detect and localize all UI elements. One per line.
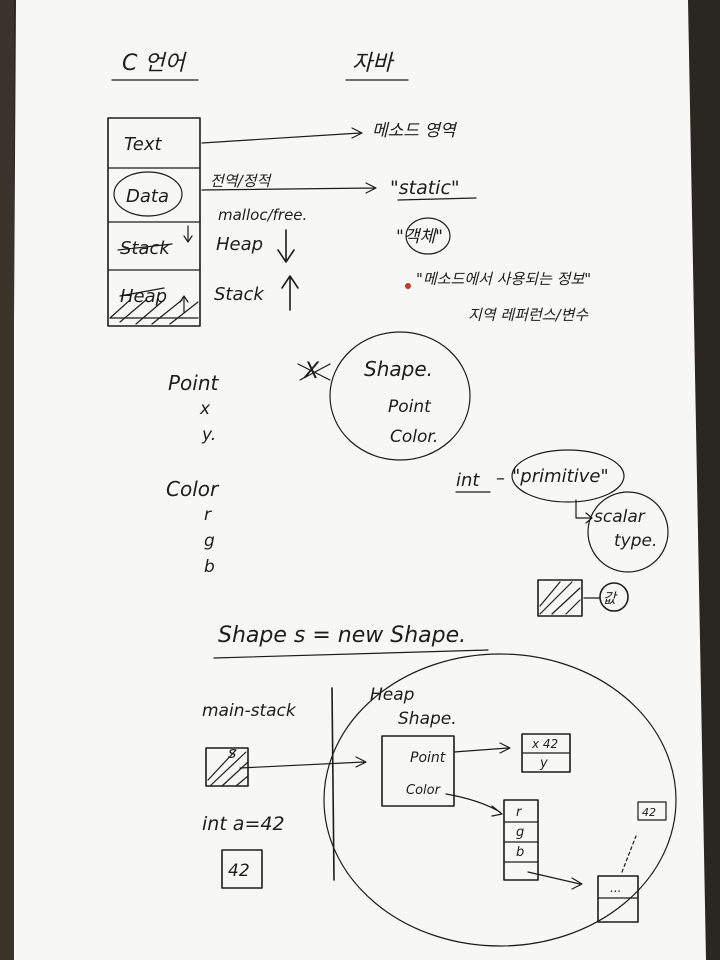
arrow-point-to-xy [453, 742, 511, 754]
var-s-name: s [228, 743, 236, 762]
prim-int: int [456, 470, 480, 491]
label-heap: Heap [216, 234, 263, 255]
prim-type: type. [614, 531, 657, 551]
stack-up-arrow-icon [281, 275, 299, 311]
segment-data: Data [126, 186, 169, 207]
prim-dash: – [496, 468, 505, 489]
prim-scalar-circle [587, 491, 669, 573]
stack-down-arrow-icon [183, 225, 193, 243]
shape-class-circle [329, 331, 471, 461]
java-local-ref: 지역 레퍼런스/변수 [468, 306, 589, 324]
stack-strike [117, 243, 173, 251]
java-object: "객체" [396, 227, 443, 247]
crossed-mark: X [303, 359, 320, 384]
arrow-rgb-to-array [527, 871, 583, 890]
java-method-area: 메소드 영역 [372, 121, 458, 141]
class-color-field-r: r [204, 505, 212, 525]
class-point-field-y: y. [201, 425, 216, 445]
class-color-name: Color [166, 477, 220, 501]
cross-strike-icon [297, 363, 331, 381]
point-y: y [539, 756, 548, 771]
int-a-line: int a=42 [202, 813, 285, 835]
data-circle [113, 171, 183, 217]
shape-color-field: Color [406, 783, 442, 798]
label-malloc-free: malloc/free. [218, 206, 307, 224]
class-color-field-g: g [204, 531, 215, 551]
prim-hatch [539, 581, 581, 615]
var-s-hatch [207, 749, 249, 787]
segment-stack: Stack [120, 238, 171, 259]
shape-object-box [381, 735, 455, 807]
main-stack-label: main-stack [202, 701, 297, 721]
segment-heap: Heap [120, 286, 167, 307]
code-underline [213, 649, 489, 659]
color-g: g [516, 825, 524, 840]
class-shape-field-point: Point [388, 397, 432, 417]
java-object-circle [405, 217, 451, 255]
memory-layout-diagram: Text Data Stack Heap [107, 117, 201, 327]
var-s-box [205, 747, 249, 787]
table-edge-left [0, 0, 14, 960]
color-object-box [503, 799, 539, 881]
prim-value-circle [599, 582, 629, 612]
color-b: b [516, 845, 524, 860]
array-object-box [597, 875, 639, 923]
bullet-dot-icon [405, 283, 411, 289]
prim-scalar: scalar [594, 507, 646, 527]
heap-region-circle [323, 653, 677, 947]
label-stack: Stack [214, 284, 265, 305]
segment-text: Text [124, 134, 162, 155]
prim-value: 값 [603, 591, 618, 607]
class-shape-name: Shape. [364, 357, 433, 381]
arrow-color-to-rgb [445, 793, 503, 817]
heading-java: 자바 [352, 51, 395, 76]
point-x-value: x 42 [531, 737, 558, 751]
prim-primitive: "primitive" [512, 466, 609, 487]
prim-primitive-circle [511, 449, 625, 503]
array-dots: ... [610, 881, 621, 895]
prim-bracket-arrow-icon [575, 499, 593, 524]
color-r: r [516, 805, 523, 820]
heading-c-language: C 언어 [122, 51, 188, 76]
java-static: "static" [390, 177, 460, 199]
heap-strike [119, 287, 165, 297]
arrow-text-to-method-area [201, 127, 363, 144]
class-color-field-b: b [204, 557, 215, 577]
heap-up-arrow-icon [179, 295, 189, 313]
value-42-box [221, 849, 263, 889]
java-static-underline [397, 197, 477, 201]
heap-down-arrow-icon [277, 229, 295, 263]
stack-heap-divider [331, 687, 335, 881]
java-method-info: "메소드에서 사용되는 정보" [416, 270, 591, 288]
arrow-array-to-42 [621, 835, 637, 873]
class-shape-field-color: Color. [390, 427, 438, 447]
class-point-name: Point [168, 371, 220, 395]
heap-label: Heap [370, 685, 415, 705]
code-statement: Shape s = new Shape. [218, 623, 466, 648]
label-global-static: 전역/정적 [210, 172, 272, 190]
box-42-value: 42 [642, 806, 656, 819]
value-42: 42 [228, 861, 250, 881]
heap-shape-label: Shape. [398, 709, 457, 729]
prim-hatched-box [537, 579, 583, 617]
arrow-data-to-static [201, 182, 377, 194]
box-42 [637, 801, 667, 821]
arrow-s-to-shape [239, 756, 367, 769]
class-point-field-x: x [199, 399, 211, 419]
paper-sheet [10, 0, 706, 960]
shape-point-field: Point [410, 750, 446, 766]
